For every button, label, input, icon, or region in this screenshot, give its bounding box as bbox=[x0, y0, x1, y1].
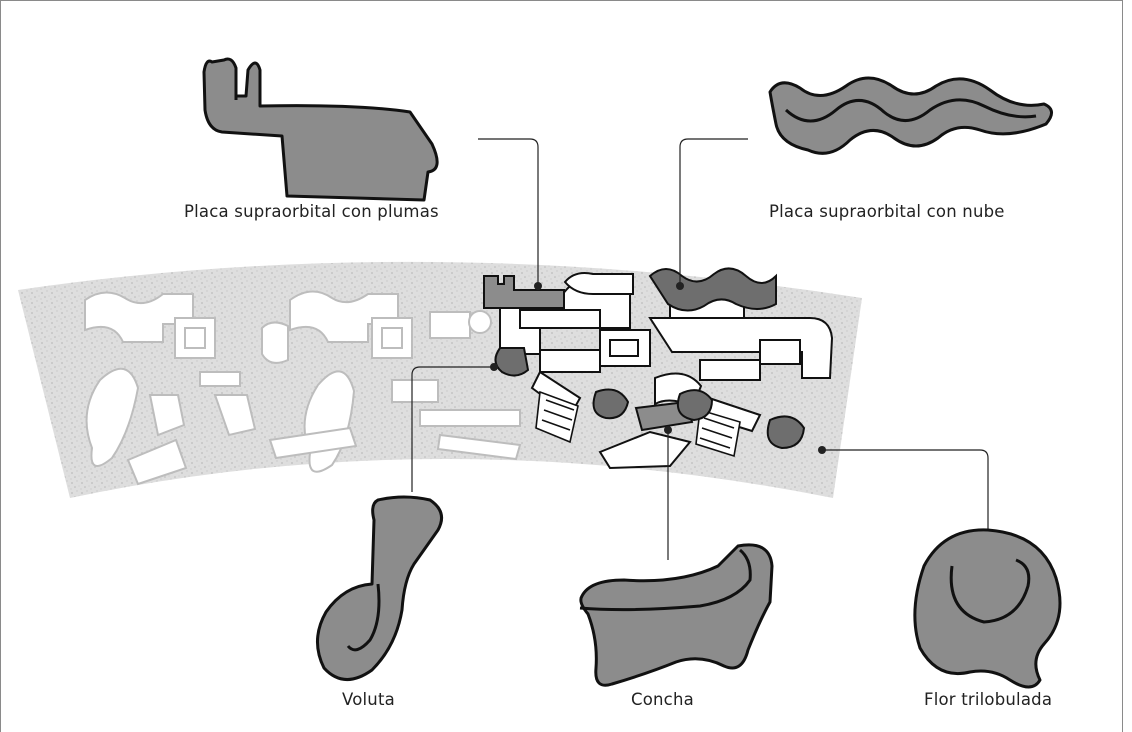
relief-voluta bbox=[495, 348, 528, 376]
leader-flor bbox=[822, 450, 988, 534]
label-nube: Placa supraorbital con nube bbox=[769, 202, 1005, 221]
callout-plumas-shape bbox=[204, 59, 437, 200]
label-voluta: Voluta bbox=[342, 690, 395, 709]
label-flor: Flor trilobulada bbox=[924, 690, 1052, 709]
relief-flor-1 bbox=[594, 390, 628, 419]
label-concha: Concha bbox=[631, 690, 694, 709]
relief-flor-3 bbox=[768, 416, 804, 448]
label-plumas: Placa supraorbital con plumas bbox=[184, 202, 439, 221]
callout-flor-shape bbox=[915, 530, 1060, 687]
callout-concha-shape bbox=[581, 545, 772, 685]
relief-flor-2 bbox=[678, 390, 712, 420]
leader-nube bbox=[680, 139, 748, 286]
